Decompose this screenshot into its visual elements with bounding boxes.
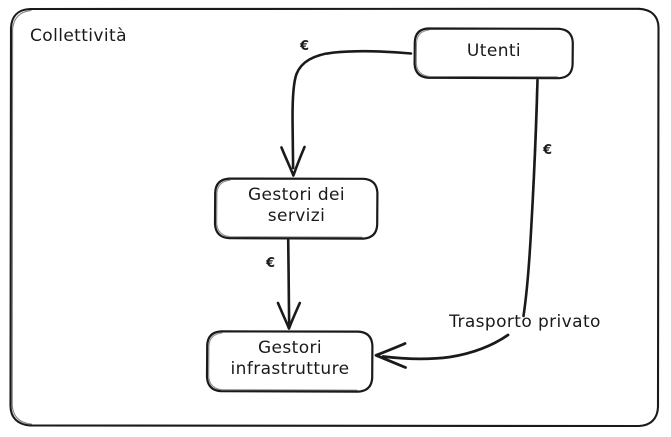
node-gestori-infrastrutture-shape (205, 330, 374, 393)
node-gestori-servizi-label: Gestori dei servizi (247, 185, 346, 226)
node-utenti-label: Utenti (466, 41, 522, 61)
node-gestori-infrastrutture-label: Gestori infrastrutture (230, 338, 350, 379)
edge-utenti-to-gestori-servizi (280, 49, 413, 177)
container-collettivita (9, 7, 660, 428)
euro-icon-utenti-to-infrastrutture: € (543, 143, 553, 158)
node-utenti-shape (413, 27, 574, 80)
container-label: Collettività (30, 26, 127, 46)
node-gestori-servizi-shape (213, 177, 379, 240)
euro-icon-utenti-to-servizi: € (300, 39, 310, 54)
edge-gestori-servizi-to-infrastrutture (276, 238, 302, 330)
edge-label-trasporto-privato: Trasporto privato (449, 312, 601, 332)
euro-icon-servizi-to-infrastrutture: € (266, 256, 276, 271)
edge-utenti-to-gestori-infrastrutture (374, 78, 539, 369)
